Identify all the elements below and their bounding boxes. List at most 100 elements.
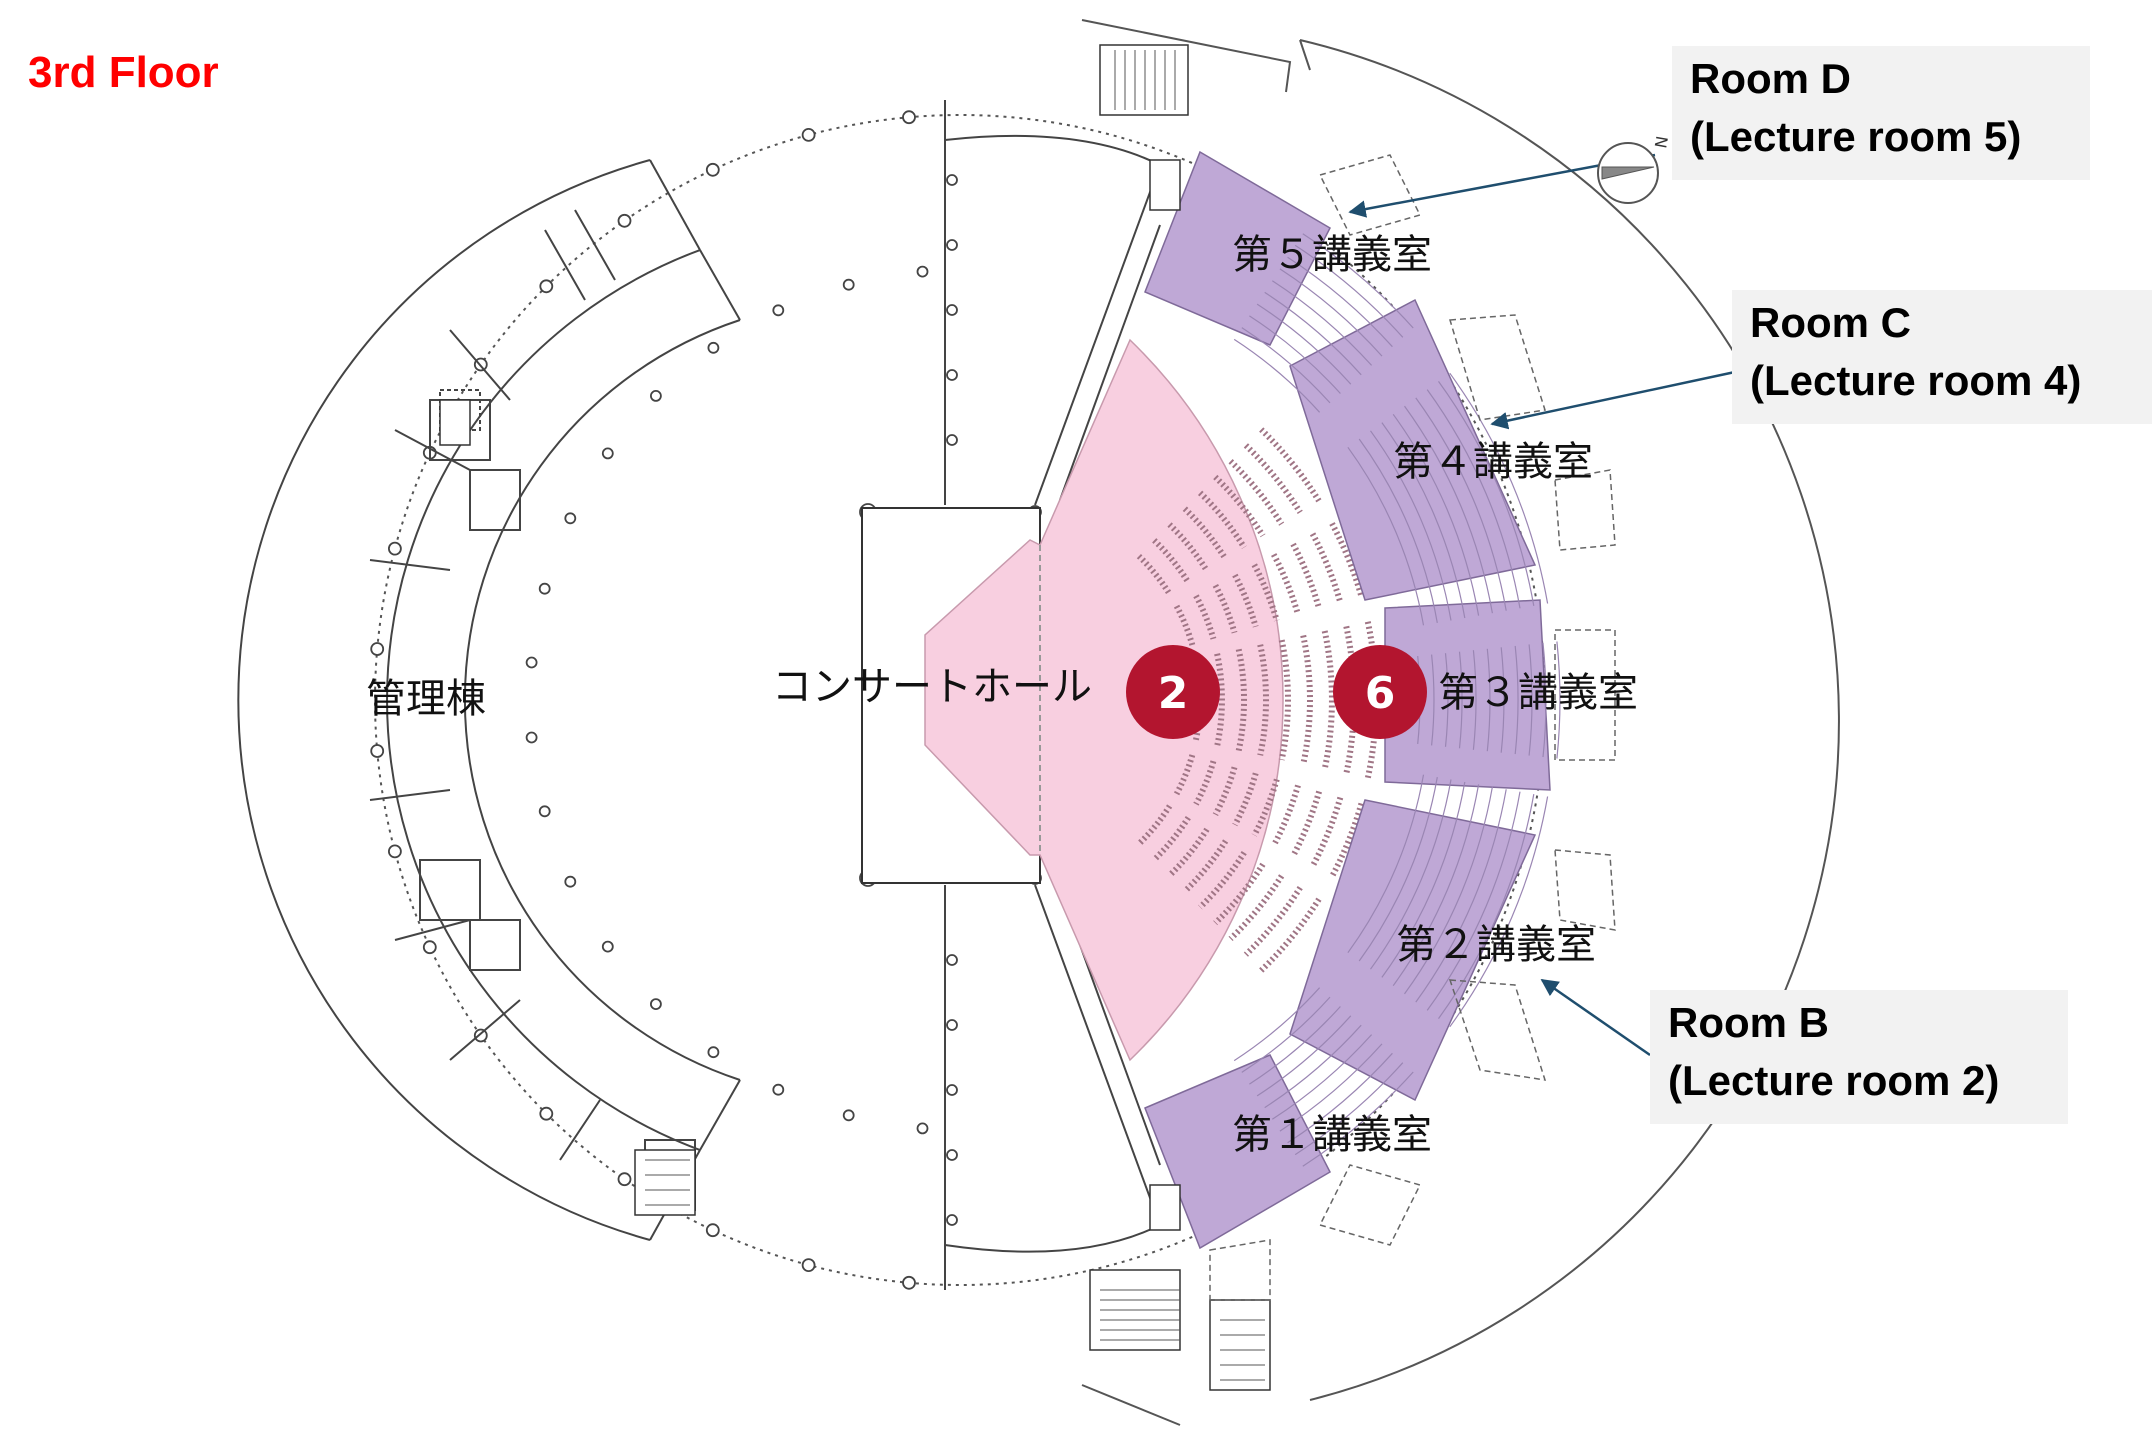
- column: [946, 1214, 958, 1226]
- column: [902, 1275, 916, 1290]
- column: [946, 954, 958, 966]
- room-row: [1449, 372, 1549, 604]
- column: [539, 1106, 554, 1121]
- room-row: [1500, 647, 1505, 753]
- compass-label: N: [1651, 135, 1672, 150]
- room-row: [1264, 291, 1362, 376]
- room-row: [1542, 642, 1547, 758]
- room-row: [1415, 789, 1507, 1003]
- room-row: [1426, 389, 1521, 609]
- seat-row: [1136, 804, 1173, 847]
- stair-treads: [645, 50, 1265, 1381]
- room-c-subtitle: (Lecture room 4): [1750, 357, 2082, 404]
- room-row: [1426, 791, 1521, 1011]
- room-row: [1279, 268, 1383, 357]
- column: [842, 1109, 855, 1122]
- room-row: [1233, 338, 1321, 413]
- room-row: [1438, 793, 1535, 1019]
- seat-row: [1152, 538, 1191, 585]
- column: [525, 731, 538, 744]
- room-row: [1438, 381, 1535, 607]
- lecture-room-3-label: 第３講義室: [1438, 670, 1638, 716]
- seat-row: [1290, 542, 1322, 610]
- room-c-callout[interactable]: Room C (Lecture room 4): [1732, 290, 2152, 424]
- room-b-title: Room B: [1668, 999, 1829, 1046]
- room-d-title: Room D: [1690, 55, 1851, 102]
- column: [946, 174, 958, 186]
- room-row: [1347, 446, 1425, 626]
- seat-row: [1257, 644, 1269, 756]
- column: [842, 278, 855, 291]
- room-row: [1256, 1015, 1352, 1097]
- column: [387, 541, 402, 556]
- column: [772, 1083, 785, 1096]
- seat-row: [1300, 634, 1313, 766]
- room-row: [1556, 641, 1561, 759]
- seat-row: [1173, 754, 1196, 796]
- seat-row: [1364, 621, 1380, 779]
- room-d-callout[interactable]: Room D (Lecture room 5): [1672, 46, 2090, 180]
- seat-row: [1259, 897, 1322, 973]
- marker-6[interactable]: 6: [1333, 645, 1427, 739]
- room-row: [1415, 397, 1507, 611]
- column: [538, 805, 551, 818]
- seat-row: [1309, 532, 1344, 604]
- room-row: [1358, 438, 1438, 624]
- seat-row: [1235, 648, 1248, 752]
- room-row: [1444, 653, 1449, 747]
- room-row: [1279, 1043, 1383, 1132]
- room-d-subtitle: (Lecture room 5): [1690, 113, 2022, 160]
- room-row: [1287, 1052, 1393, 1144]
- column: [650, 998, 662, 1010]
- seat-row: [1251, 563, 1280, 622]
- column: [705, 162, 720, 177]
- column: [946, 1019, 958, 1031]
- seat-row: [1136, 553, 1173, 596]
- room-row: [1358, 776, 1438, 962]
- seat-row: [1193, 760, 1217, 806]
- column: [946, 434, 958, 446]
- seat-row: [1228, 874, 1285, 941]
- column: [387, 844, 402, 859]
- seat-row: [1251, 778, 1280, 837]
- room-b-callout[interactable]: Room B (Lecture room 2): [1650, 990, 2068, 1124]
- marker-2[interactable]: 2: [1126, 645, 1220, 739]
- column: [539, 279, 554, 294]
- room-c-title: Room C: [1750, 299, 1911, 346]
- room-row: [1514, 645, 1519, 755]
- column: [916, 265, 929, 278]
- column: [946, 1149, 958, 1161]
- seat-row: [1329, 522, 1365, 598]
- lecture-room-1-area: [1144, 1054, 1331, 1250]
- column: [946, 1084, 958, 1096]
- room-row: [1486, 648, 1491, 752]
- column: [422, 940, 437, 955]
- room-row: [1431, 654, 1435, 746]
- room-row: [1294, 1062, 1404, 1156]
- seat-row: [1309, 796, 1344, 868]
- seat-row: [1213, 474, 1266, 538]
- column: [617, 213, 632, 228]
- column: [946, 304, 958, 316]
- column: [370, 744, 385, 758]
- room-row: [1370, 779, 1452, 970]
- column: [617, 1172, 632, 1187]
- seat-row: [1212, 583, 1238, 634]
- marker-6-label: 6: [1365, 668, 1396, 719]
- column: [801, 1258, 816, 1272]
- seat-row: [1321, 630, 1335, 770]
- lecture-room-2-area: [1289, 799, 1537, 1102]
- seat-row: [1193, 594, 1217, 640]
- seat-row: [1152, 815, 1191, 862]
- column: [707, 1046, 720, 1059]
- floor-title: 3rd Floor: [28, 48, 219, 97]
- room-row: [1449, 796, 1549, 1028]
- seat-row: [1243, 886, 1303, 957]
- column: [772, 304, 785, 317]
- room-row: [1271, 280, 1373, 366]
- outer-wall: [1081, 19, 1840, 1426]
- column: [801, 127, 816, 142]
- room-row: [1271, 1034, 1373, 1120]
